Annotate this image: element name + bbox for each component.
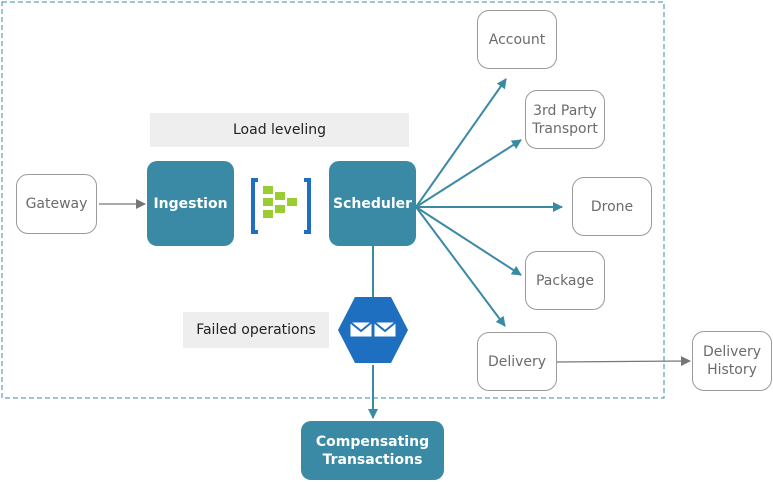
- drone-node[interactable]: Drone: [572, 177, 652, 236]
- scheduler-to-account-arrow: [415, 78, 507, 208]
- gateway-node[interactable]: Gateway: [16, 174, 97, 234]
- scheduler-to-delivery-arrow: [415, 206, 506, 327]
- delivery-to-history-arrow: [555, 356, 691, 367]
- queue-icon: [251, 178, 311, 234]
- load-leveling-label: Load leveling: [150, 113, 409, 147]
- delivery-node[interactable]: Delivery: [477, 332, 557, 391]
- service-bus-icon: [338, 297, 408, 363]
- scheduler-node[interactable]: Scheduler: [329, 161, 416, 246]
- system-boundary: [1, 1, 665, 399]
- compensating-transactions-node[interactable]: Compensating Transactions: [301, 421, 444, 480]
- package-node[interactable]: Package: [525, 251, 605, 310]
- ingestion-node[interactable]: Ingestion: [147, 161, 234, 246]
- account-node[interactable]: Account: [477, 10, 557, 69]
- failed-operations-label: Failed operations: [183, 312, 329, 348]
- third-party-transport-node[interactable]: 3rd Party Transport: [525, 90, 605, 149]
- scheduler-to-3rd-party-arrow: [415, 139, 522, 208]
- scheduler-to-package-arrow: [415, 206, 522, 276]
- delivery-history-node[interactable]: Delivery History: [692, 331, 772, 391]
